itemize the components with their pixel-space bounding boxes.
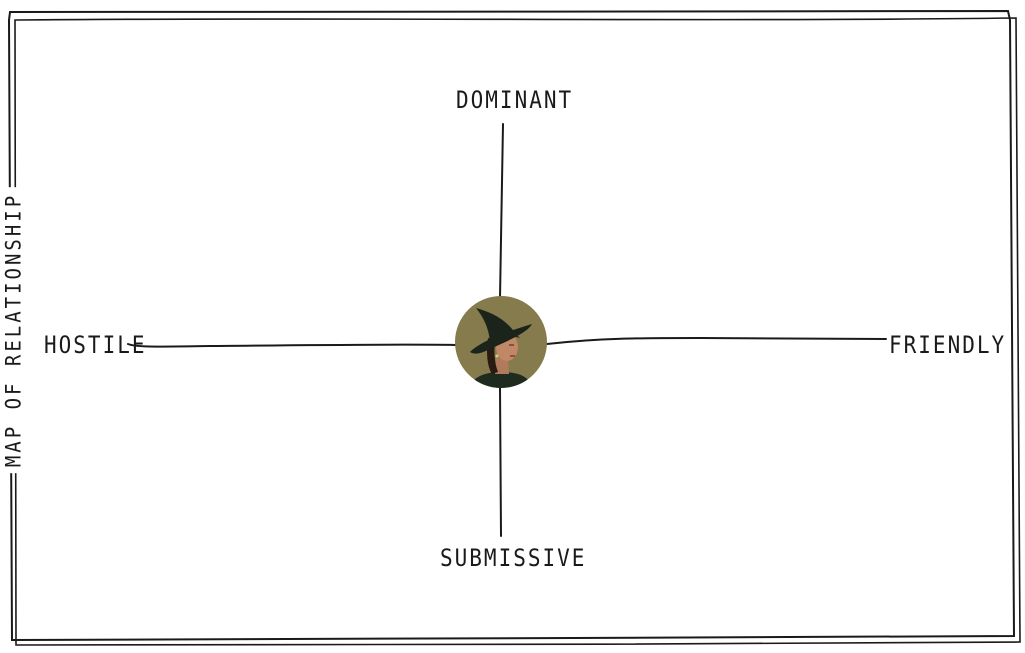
axis-label-friendly: FRIENDLY (889, 331, 1007, 359)
axis-label-dominant: DOMINANT (456, 86, 574, 114)
axis-vertical-bottom (499, 387, 502, 537)
axis-horizontal-left (127, 343, 457, 348)
axis-label-hostile: HOSTILE (44, 331, 147, 359)
axis-label-submissive: SUBMISSIVE (440, 544, 587, 572)
axes (127, 123, 887, 537)
axis-horizontal-right (546, 336, 887, 345)
diagram-title: MAP OF RELATIONSHIP (1, 186, 27, 474)
axis-vertical-top (499, 123, 504, 299)
witch-portrait-icon (455, 296, 547, 388)
